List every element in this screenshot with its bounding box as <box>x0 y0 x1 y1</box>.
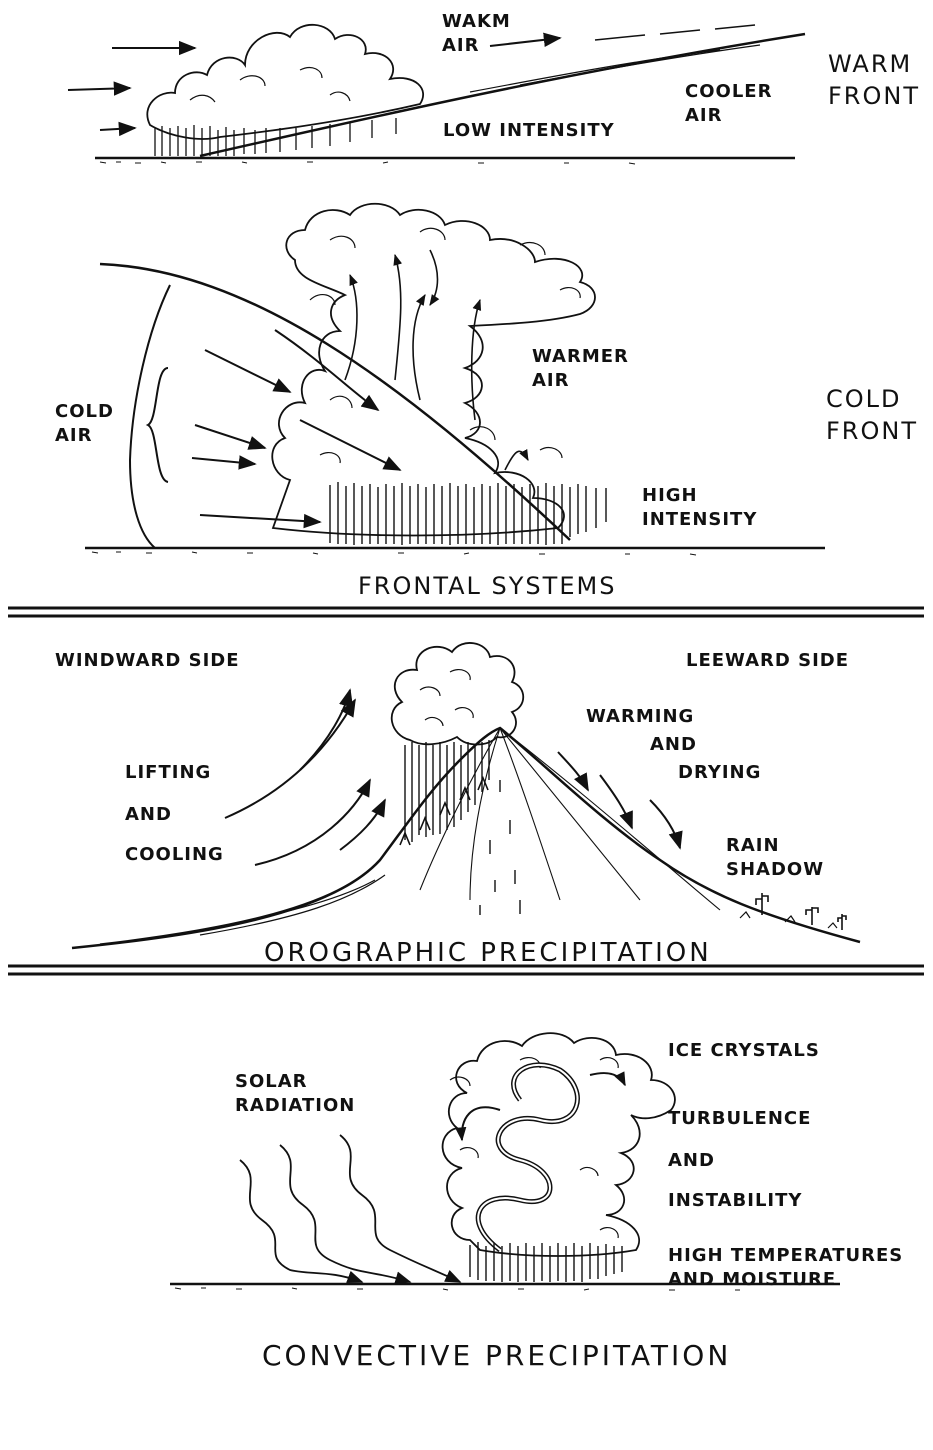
cactus <box>806 907 818 925</box>
cactus <box>838 914 846 930</box>
solar-ray <box>340 1135 460 1282</box>
high-intensity-label: HIGH INTENSITY <box>642 484 757 533</box>
updraft-arrow <box>413 295 425 400</box>
cooler-air-label: COOLER AIR <box>685 80 772 129</box>
cold-air-arrow <box>205 350 290 392</box>
cold-air-arrow <box>195 425 265 448</box>
cold-air-arrow <box>300 420 400 470</box>
cold-front-title: COLD FRONT <box>826 383 918 448</box>
cold-front-surface <box>100 264 570 540</box>
warm-cloud <box>147 25 423 139</box>
convective-rain <box>470 1242 622 1282</box>
solar-radiation-label: SOLAR RADIATION <box>235 1070 355 1119</box>
updraft-arrow <box>345 275 357 380</box>
warm-rain <box>155 118 396 156</box>
warming-label: WARMING <box>586 708 694 726</box>
lifting-arrow <box>340 800 385 850</box>
cold-air-label: COLD AIR <box>55 400 114 449</box>
lifting-arrow <box>300 690 350 770</box>
drying-label: DRYING <box>678 764 761 782</box>
instability-label: INSTABILITY <box>668 1192 802 1210</box>
high-temperatures-label: HIGH TEMPERATURES AND MOISTURE <box>668 1244 903 1293</box>
convective-caption: CONVECTIVE PRECIPITATION <box>262 1342 731 1370</box>
leeward-side-label: LEEWARD SIDE <box>686 652 849 670</box>
ice-crystals-label: ICE CRYSTALS <box>668 1042 820 1060</box>
circulation-arrow <box>590 1073 625 1085</box>
updraft-arrow <box>395 255 401 380</box>
warm-wind-arrow <box>100 128 135 130</box>
solar-ray <box>280 1145 410 1282</box>
lifting-label: LIFTING <box>125 764 211 782</box>
orographic-caption: OROGRAPHIC PRECIPITATION <box>264 940 712 966</box>
lifting-arrow <box>225 700 355 818</box>
windward-side-label: WINDWARD SIDE <box>55 652 240 670</box>
circulation-arrow <box>462 1107 500 1140</box>
cold-air-dome <box>130 285 170 548</box>
orographic-panel <box>72 643 860 948</box>
frontal-systems-caption: FRONTAL SYSTEMS <box>358 574 616 598</box>
turbulence-and-label: AND <box>668 1152 715 1170</box>
low-intensity-label: LOW INTENSITY <box>443 122 615 140</box>
updraft-arrow <box>505 451 528 470</box>
warmer-air-label: WARMER AIR <box>532 345 629 394</box>
warming-arrow <box>650 800 680 848</box>
updraft-arrow <box>430 250 438 305</box>
cold-air-arrow <box>192 458 255 464</box>
warming-and-label: AND <box>650 736 697 754</box>
warm-air-label: WAKM AIR <box>442 10 511 59</box>
warming-arrow <box>558 752 588 790</box>
turbulence-spiral <box>478 1065 577 1250</box>
cold-air-brace <box>148 368 168 482</box>
warm-wind-arrow <box>68 88 130 90</box>
cooling-label: COOLING <box>125 846 224 864</box>
turbulence-label: TURBULENCE <box>668 1110 811 1128</box>
lifting-and-label: AND <box>125 806 172 824</box>
cold-air-arrow <box>200 515 320 522</box>
warm-front-title: WARM FRONT <box>828 48 920 113</box>
rain-shadow-label: RAIN SHADOW <box>726 834 824 883</box>
cold-air-arrow <box>275 330 378 410</box>
solar-ray <box>240 1160 362 1282</box>
